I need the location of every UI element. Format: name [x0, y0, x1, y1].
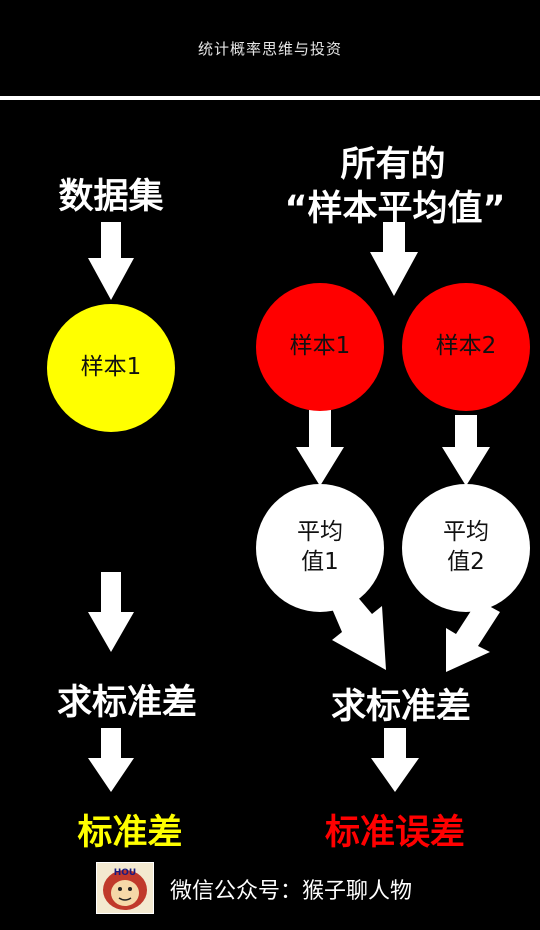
right-std-label: 求标准差 [330, 687, 471, 727]
arrow-down-icon [371, 728, 419, 792]
mean2-label: 平均值2 [443, 519, 489, 575]
sample1-label: 样本1 [289, 333, 351, 360]
arrow-down-icon [88, 728, 134, 792]
header-divider [0, 96, 540, 100]
sample-circle-left: 样本1 [47, 304, 175, 432]
sample1-circle: 样本1 [256, 283, 384, 411]
monkey-avatar-logo: HOU [96, 862, 154, 914]
all-sample-means-line2: “样本平均值” [284, 189, 506, 229]
header-title: 统计概率思维与投资 [197, 40, 342, 58]
standard-error-result: 标准误差 [324, 813, 465, 853]
arrow-down-icon [296, 410, 344, 486]
arrow-down-icon [370, 222, 418, 296]
left-std-label: 求标准差 [56, 683, 197, 723]
sample2-circle: 样本2 [402, 283, 530, 411]
arrow-diagonal-icon [446, 600, 500, 672]
mean1-circle: 平均值1 [256, 484, 384, 612]
dataset-label: 数据集 [58, 177, 164, 217]
arrow-down-icon [88, 222, 134, 300]
footer-wechat-text: 微信公众号：猴子聊人物 [170, 879, 413, 904]
arrow-down-icon [88, 572, 134, 652]
sample-left-label: 样本1 [80, 354, 142, 381]
all-sample-means-line1: 所有的 [340, 145, 446, 185]
logo-text: HOU [114, 868, 137, 878]
monkey-face-icon: HOU [103, 868, 147, 910]
standard-deviation-result: 标准差 [77, 813, 183, 853]
arrow-down-icon [442, 415, 490, 486]
mean2-circle: 平均值2 [402, 484, 530, 612]
arrow-diagonal-icon [330, 588, 386, 670]
mean1-label: 平均值1 [297, 519, 343, 575]
sample2-label: 样本2 [435, 333, 497, 360]
